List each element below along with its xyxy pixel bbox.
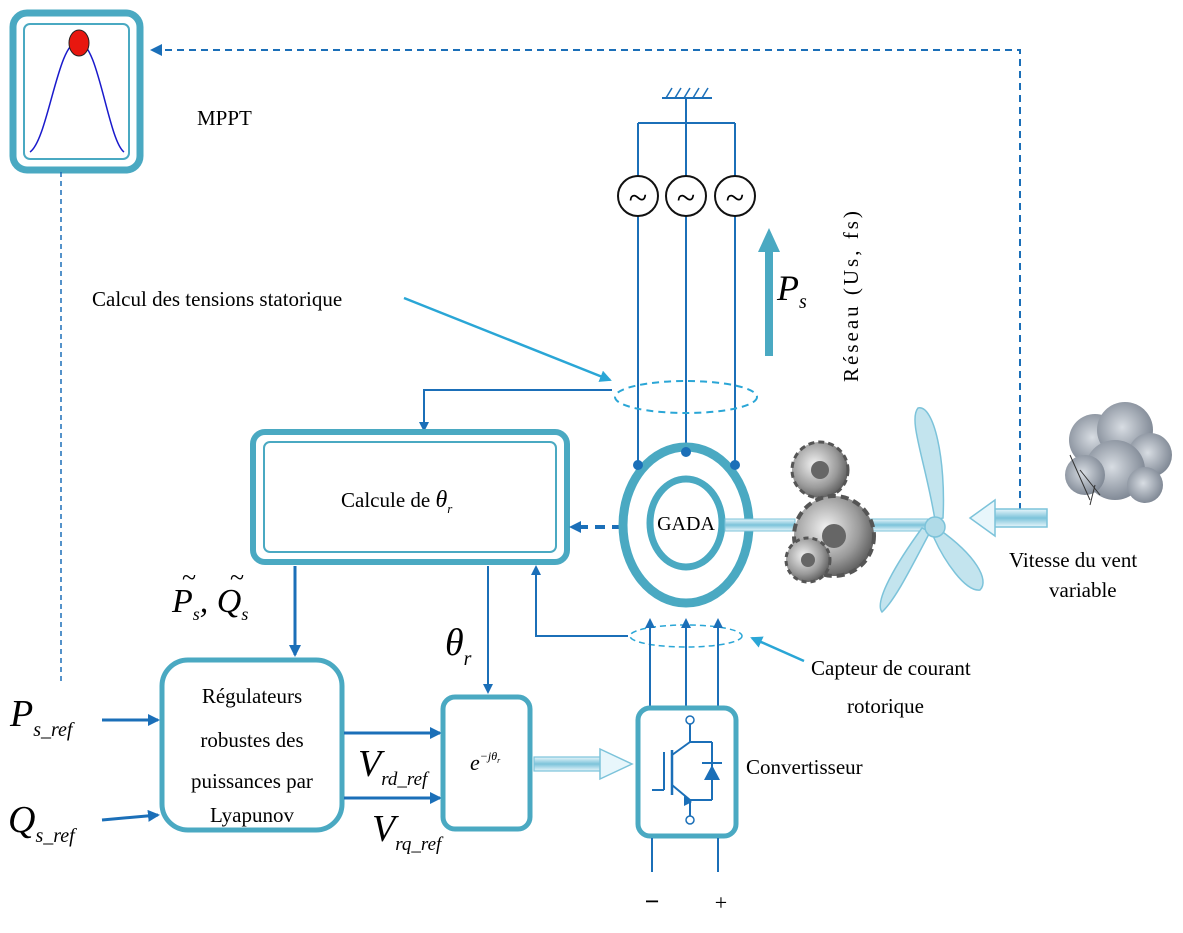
regulator-label-line2: robustes des — [200, 728, 303, 752]
mppt-block — [9, 9, 144, 174]
mppt-operating-point — [68, 29, 90, 57]
reseau-label: Réseau (Us, fs) — [839, 208, 863, 382]
exp-to-converter-arrow — [533, 747, 634, 781]
capteur-label-line1: Capteur de courant — [811, 656, 971, 680]
svg-text:~: ~ — [182, 563, 196, 592]
wind-cloud-image — [1065, 402, 1172, 506]
voltage-feed-line — [419, 389, 612, 432]
regulator-label-line4: Lyapunov — [210, 803, 294, 827]
svg-text:~: ~ — [726, 180, 744, 217]
ac-source-a: ~ — [617, 175, 659, 217]
calcule-theta-label: Calcule de θr — [341, 487, 453, 516]
ac-source-b: ~ — [665, 175, 707, 217]
estimated-power-label: Ps, Qs — [171, 583, 248, 624]
gearbox-shaft — [724, 518, 796, 532]
regulator-label-line3: puissances par — [191, 769, 313, 793]
regulator-block — [159, 657, 345, 833]
rotor-current-feedback-line — [531, 565, 628, 637]
park-transform-label: e−jθr — [470, 749, 501, 775]
svg-text:~: ~ — [629, 180, 647, 217]
vitesse-label-line1: Vitesse du vent — [1009, 548, 1137, 572]
calcul-tensions-label: Calcul des tensions statorique — [92, 287, 342, 311]
gearbox-image — [784, 440, 876, 584]
wind-input-arrow — [968, 498, 1048, 538]
qs-ref-input-arrow — [101, 809, 160, 822]
svg-text:~: ~ — [677, 180, 695, 217]
svg-text:~: ~ — [230, 563, 244, 592]
converter-block — [635, 705, 739, 839]
calcule-theta-block — [250, 429, 570, 565]
dc-plus-label: + — [715, 890, 727, 915]
vrq-ref-label: Vrq_ref — [372, 808, 444, 855]
gada-label: GADA — [657, 513, 715, 535]
regulator-label-line1: Régulateurs — [202, 684, 302, 708]
capteur-label-line2: rotorique — [847, 694, 924, 718]
wind-speed-feedback-line — [150, 44, 1021, 510]
ground-symbol — [662, 87, 712, 123]
stator-voltage-sensor — [614, 380, 758, 414]
ps-ref-label: Ps_ref — [9, 693, 75, 741]
mppt-label: MPPT — [197, 106, 252, 130]
vitesse-label-line2: variable — [1049, 578, 1117, 602]
ac-source-c: ~ — [714, 175, 756, 217]
wind-turbine-rotor — [879, 407, 984, 614]
capteur-pointer — [750, 636, 805, 663]
convertisseur-label: Convertisseur — [746, 755, 863, 779]
igbt-diode-icon — [652, 715, 722, 825]
dc-minus-label: − — [645, 887, 660, 916]
vrd-ref-label: Vrd_ref — [358, 743, 430, 790]
ps-label: Ps — [776, 268, 807, 313]
ps-power-flow-arrow — [758, 228, 780, 356]
park-transform-block — [440, 694, 533, 832]
theta-r-label: θr — [445, 622, 472, 670]
qs-ref-label: Qs_ref — [8, 799, 77, 847]
calcul-tensions-pointer — [403, 296, 612, 382]
